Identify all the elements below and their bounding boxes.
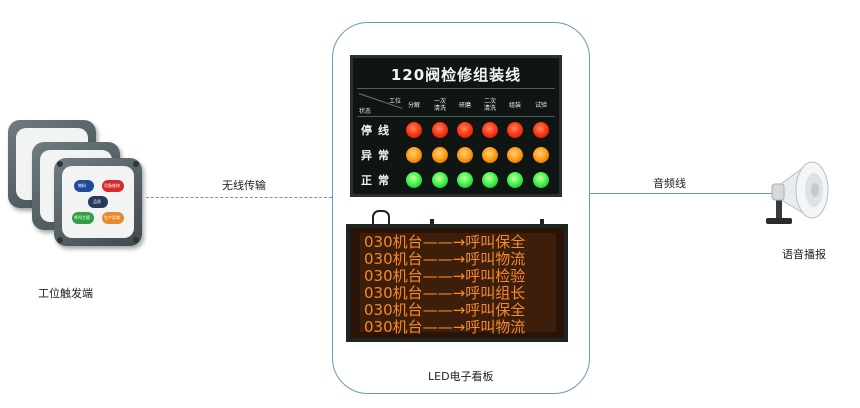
- stage-header: 二次清洗: [483, 98, 496, 112]
- led-message-line: 030机台——→呼叫物流: [364, 250, 526, 268]
- status-lamp: [533, 147, 549, 163]
- led-message-line: 030机台——→呼叫组长: [364, 284, 526, 302]
- board-title: 120阀检修组装线: [390, 66, 522, 84]
- led-message-line: 030机台——→呼叫物流: [364, 318, 526, 336]
- status-lamp: [406, 122, 422, 138]
- status-lamp: [507, 172, 523, 188]
- stage-header: 组装: [508, 102, 521, 109]
- led-message-line: 030机台——→呼叫保全: [364, 301, 526, 319]
- wireless-link-line: [146, 197, 332, 198]
- status-lamp: [457, 147, 473, 163]
- row-label-abnormal: 异常: [361, 149, 395, 162]
- audio-link-line: [584, 193, 772, 194]
- andon-status-board: 120阀检修组装线 状态 工位 分解 一次清洗 研磨 二次清洗 组装 试验 停线…: [350, 55, 562, 197]
- status-lamp: [482, 122, 498, 138]
- status-lamp: [482, 147, 498, 163]
- stage-header: 分解: [407, 102, 420, 109]
- stage-header: 一次清洗: [433, 98, 446, 112]
- corner-station-label: 工位: [389, 98, 402, 105]
- status-lamp: [432, 172, 448, 188]
- status-lamp: [432, 122, 448, 138]
- wireless-label: 无线传输: [222, 179, 266, 192]
- led-hanger-wire: [372, 210, 390, 226]
- led-message-line: 030机台——→呼叫检验: [364, 267, 526, 285]
- horn-speaker-icon: [766, 161, 829, 224]
- status-lamp: [507, 122, 523, 138]
- status-lamp: [482, 172, 498, 188]
- status-lamp: [457, 122, 473, 138]
- row-label-normal: 正常: [361, 174, 395, 187]
- call-terminal-front: 物料 设备维修 品质 呼叫主管 生产异常: [54, 158, 142, 246]
- production-button: [102, 212, 124, 224]
- status-lamp: [457, 172, 473, 188]
- stage-header: 研磨: [458, 102, 471, 109]
- supervisor-button: [72, 212, 94, 224]
- status-lamp: [533, 122, 549, 138]
- material-button: [74, 180, 94, 192]
- stage-header: 试验: [534, 102, 547, 109]
- led-message-board: 030机台——→呼叫保全 030机台——→呼叫物流 030机台——→呼叫检验 0…: [346, 224, 568, 342]
- corner-state-label: 状态: [359, 108, 372, 115]
- status-lamp: [432, 147, 448, 163]
- status-lamp: [406, 147, 422, 163]
- status-lamp: [507, 147, 523, 163]
- audio-label: 音频线: [653, 177, 686, 190]
- speaker-caption: 语音播报: [782, 248, 826, 261]
- terminal-group: 物料 设备维修 品质 呼叫主管 生产异常: [0, 112, 160, 252]
- status-lamp: [533, 172, 549, 188]
- row-label-stop: 停线: [361, 124, 395, 137]
- repair-button: [102, 180, 124, 192]
- led-message-line: 030机台——→呼叫保全: [364, 233, 526, 251]
- quality-button: [88, 196, 108, 208]
- led-board-caption: LED电子看板: [428, 370, 494, 383]
- status-lamp: [406, 172, 422, 188]
- terminal-caption: 工位触发端: [38, 287, 93, 300]
